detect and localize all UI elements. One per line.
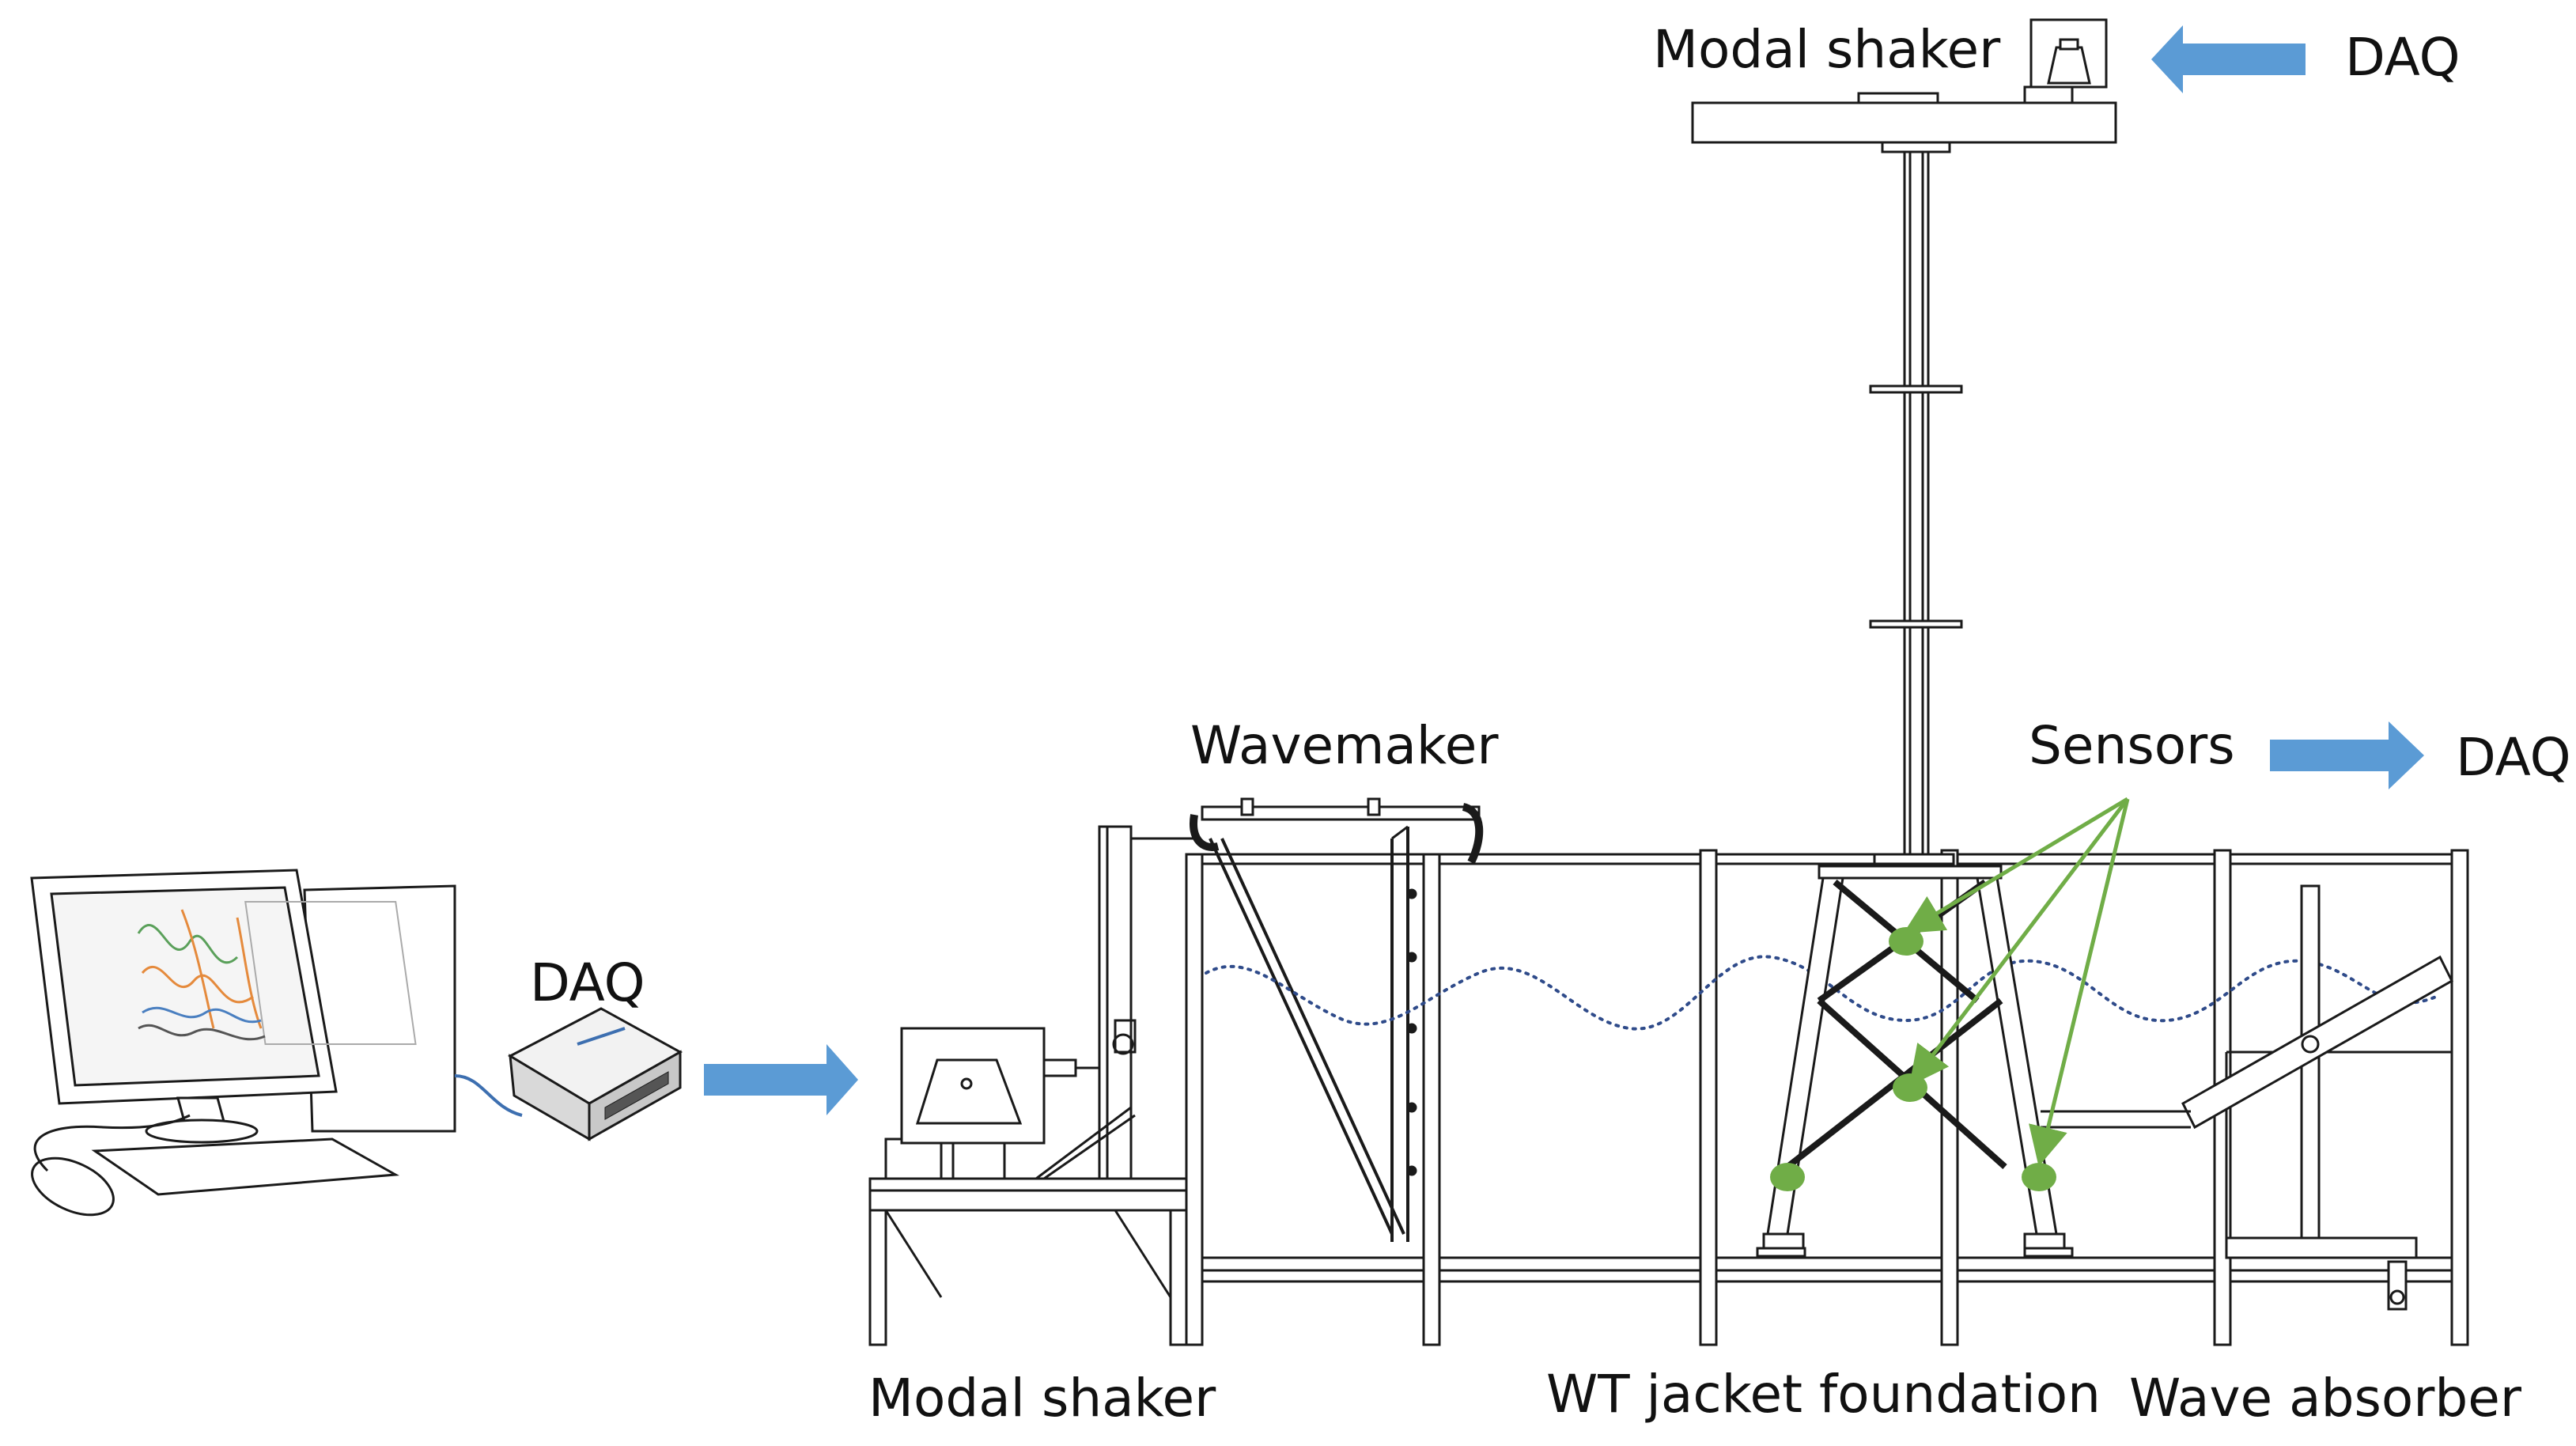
label-daq-right: DAQ bbox=[2456, 727, 2571, 788]
label-modal-shaker-top: Modal shaker bbox=[1653, 19, 2001, 80]
label-daq-left: DAQ bbox=[530, 952, 645, 1013]
tank-post-2 bbox=[1422, 853, 1441, 1346]
daq-device bbox=[507, 1007, 683, 1141]
arrow-sensors-to-daq bbox=[2270, 721, 2424, 789]
arrow-daq-to-shaker bbox=[704, 1044, 858, 1115]
tank-post-4 bbox=[1940, 849, 1959, 1346]
top-platform bbox=[1691, 101, 2117, 144]
shaker-body bbox=[915, 1058, 1023, 1125]
screen-curve-dark bbox=[138, 1024, 266, 1041]
tank-post-6 bbox=[2450, 849, 2469, 1346]
tower-shaft bbox=[1903, 145, 1930, 856]
mouse-cable bbox=[33, 1114, 191, 1172]
keyboard bbox=[91, 1137, 399, 1196]
tank-post-1 bbox=[1185, 853, 1204, 1346]
screen-curve-green bbox=[137, 924, 239, 964]
mouse bbox=[31, 1156, 115, 1217]
screen-curve-blue bbox=[142, 1006, 262, 1024]
sensor-bottom-right bbox=[2022, 1163, 2056, 1191]
label-daq-top: DAQ bbox=[2345, 27, 2461, 88]
shaker-stand bbox=[868, 825, 1194, 1346]
label-wavemaker: Wavemaker bbox=[1190, 715, 1499, 776]
daq-cable bbox=[454, 1074, 523, 1117]
label-jacket-foundation: WT jacket foundation bbox=[1546, 1364, 2101, 1425]
flume-tank bbox=[1185, 849, 2469, 1346]
screen-curve-orange-2 bbox=[180, 909, 263, 1029]
daq-device-logo bbox=[577, 1027, 626, 1046]
label-modal-shaker-bottom: Modal shaker bbox=[868, 1368, 1216, 1429]
computer-tower bbox=[303, 884, 456, 1133]
turbine-tower bbox=[1691, 18, 2117, 865]
sensor-pointer-lines bbox=[1903, 797, 2130, 1167]
label-wave-absorber: Wave absorber bbox=[2129, 1368, 2521, 1429]
daq-device-connector bbox=[604, 1071, 669, 1120]
screen-plot bbox=[137, 901, 417, 1045]
sensor-middle bbox=[1893, 1073, 1927, 1102]
wave-absorber bbox=[2041, 884, 2453, 1311]
monitor-base bbox=[145, 1119, 259, 1144]
wavemaker-right-joint bbox=[1462, 803, 1484, 865]
sensor-bottom-left bbox=[1770, 1163, 1805, 1191]
tank-post-3 bbox=[1699, 849, 1718, 1346]
label-sensors: Sensors bbox=[2029, 715, 2235, 776]
arrow-daq-to-top-shaker bbox=[2151, 25, 2306, 93]
screen-curve-orange bbox=[141, 966, 254, 1004]
sensor-upper bbox=[1889, 927, 1923, 956]
wavemaker bbox=[1190, 797, 1484, 1242]
